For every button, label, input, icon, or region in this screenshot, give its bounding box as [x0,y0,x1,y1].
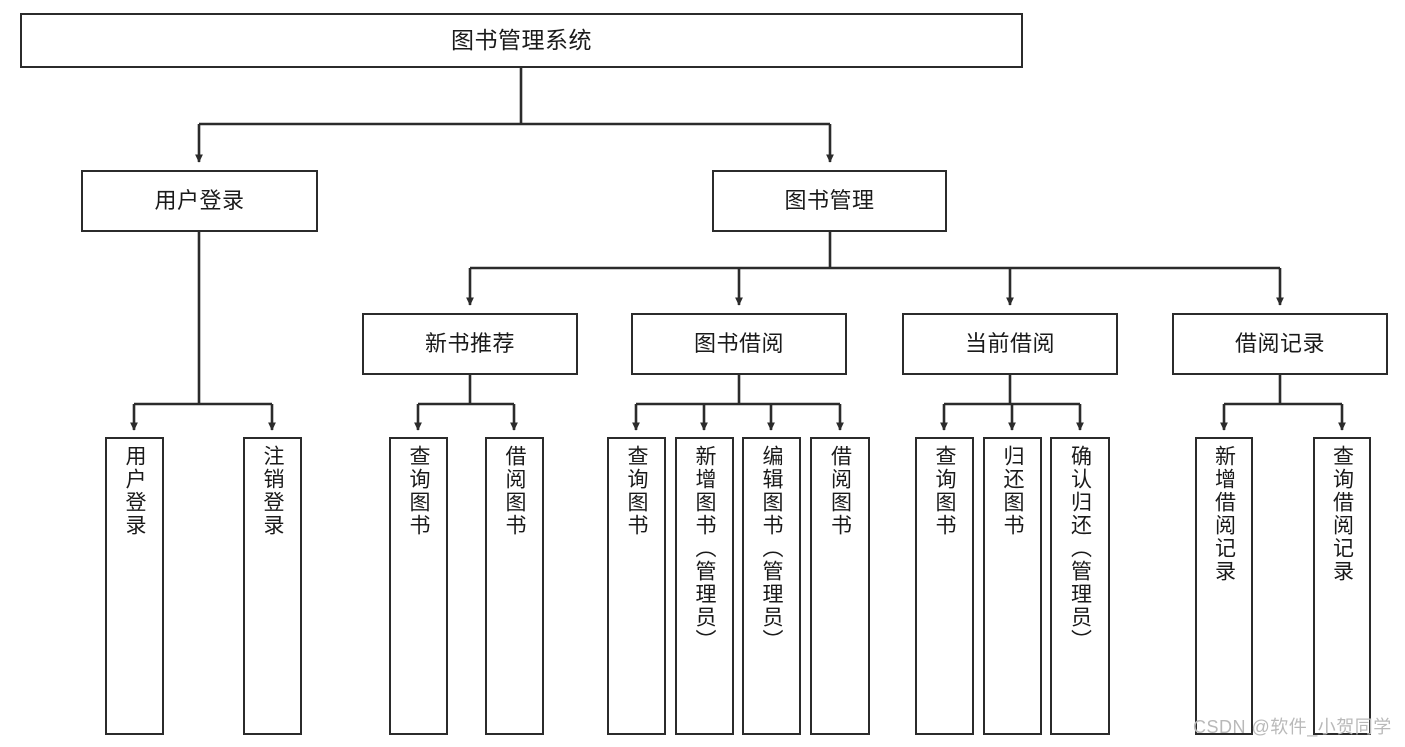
node-borrow-record[interactable]: 借阅记录 [1172,313,1388,375]
node-root-book-management-system[interactable]: 图书管理系统 [20,13,1023,68]
leaf-return-book[interactable]: 归还图书 [983,437,1042,735]
node-label: 确认归还（管理员） [1068,445,1092,652]
node-label: 新增借阅记录 [1212,445,1236,583]
node-label: 借阅图书 [828,445,852,537]
node-label: 用户登录 [123,445,146,537]
leaf-query-book-borrow[interactable]: 查询图书 [607,437,666,735]
node-label: 图书借阅 [693,330,784,356]
node-label: 当前借阅 [964,330,1055,356]
node-label: 新增图书（管理员） [693,445,716,652]
node-label: 归还图书 [1001,445,1024,537]
leaf-borrow-book[interactable]: 借阅图书 [810,437,870,735]
leaf-borrow-book-recommend[interactable]: 借阅图书 [485,437,544,735]
node-label: 图书管理 [784,187,875,213]
leaf-add-borrow-record[interactable]: 新增借阅记录 [1195,437,1253,735]
leaf-query-borrow-record[interactable]: 查询借阅记录 [1313,437,1371,735]
leaf-user-logout[interactable]: 注销登录 [243,437,302,735]
leaf-user-login[interactable]: 用户登录 [105,437,164,735]
leaf-query-book-recommend[interactable]: 查询图书 [389,437,448,735]
leaf-add-book-admin[interactable]: 新增图书（管理员） [675,437,734,735]
node-label: 借阅图书 [503,445,526,537]
leaf-confirm-return-admin[interactable]: 确认归还（管理员） [1050,437,1110,735]
leaf-edit-book-admin[interactable]: 编辑图书（管理员） [742,437,801,735]
node-label: 借阅记录 [1234,330,1325,356]
watermark-text: CSDN @软件_小贺同学 [1193,717,1392,737]
node-book-borrow[interactable]: 图书借阅 [631,313,847,375]
node-user-login[interactable]: 用户登录 [81,170,318,232]
node-new-book-recommend[interactable]: 新书推荐 [362,313,578,375]
node-label: 图书管理系统 [451,26,592,53]
node-label: 新书推荐 [424,330,515,356]
node-label: 注销登录 [261,445,284,537]
node-label: 查询图书 [625,445,648,537]
node-label: 用户登录 [154,187,245,213]
leaf-query-book-current[interactable]: 查询图书 [915,437,974,735]
node-label: 查询借阅记录 [1330,445,1354,583]
node-label: 查询图书 [407,445,430,537]
node-current-borrow[interactable]: 当前借阅 [902,313,1118,375]
node-book-management[interactable]: 图书管理 [712,170,947,232]
node-label: 编辑图书（管理员） [760,445,783,652]
node-label: 查询图书 [933,445,956,537]
